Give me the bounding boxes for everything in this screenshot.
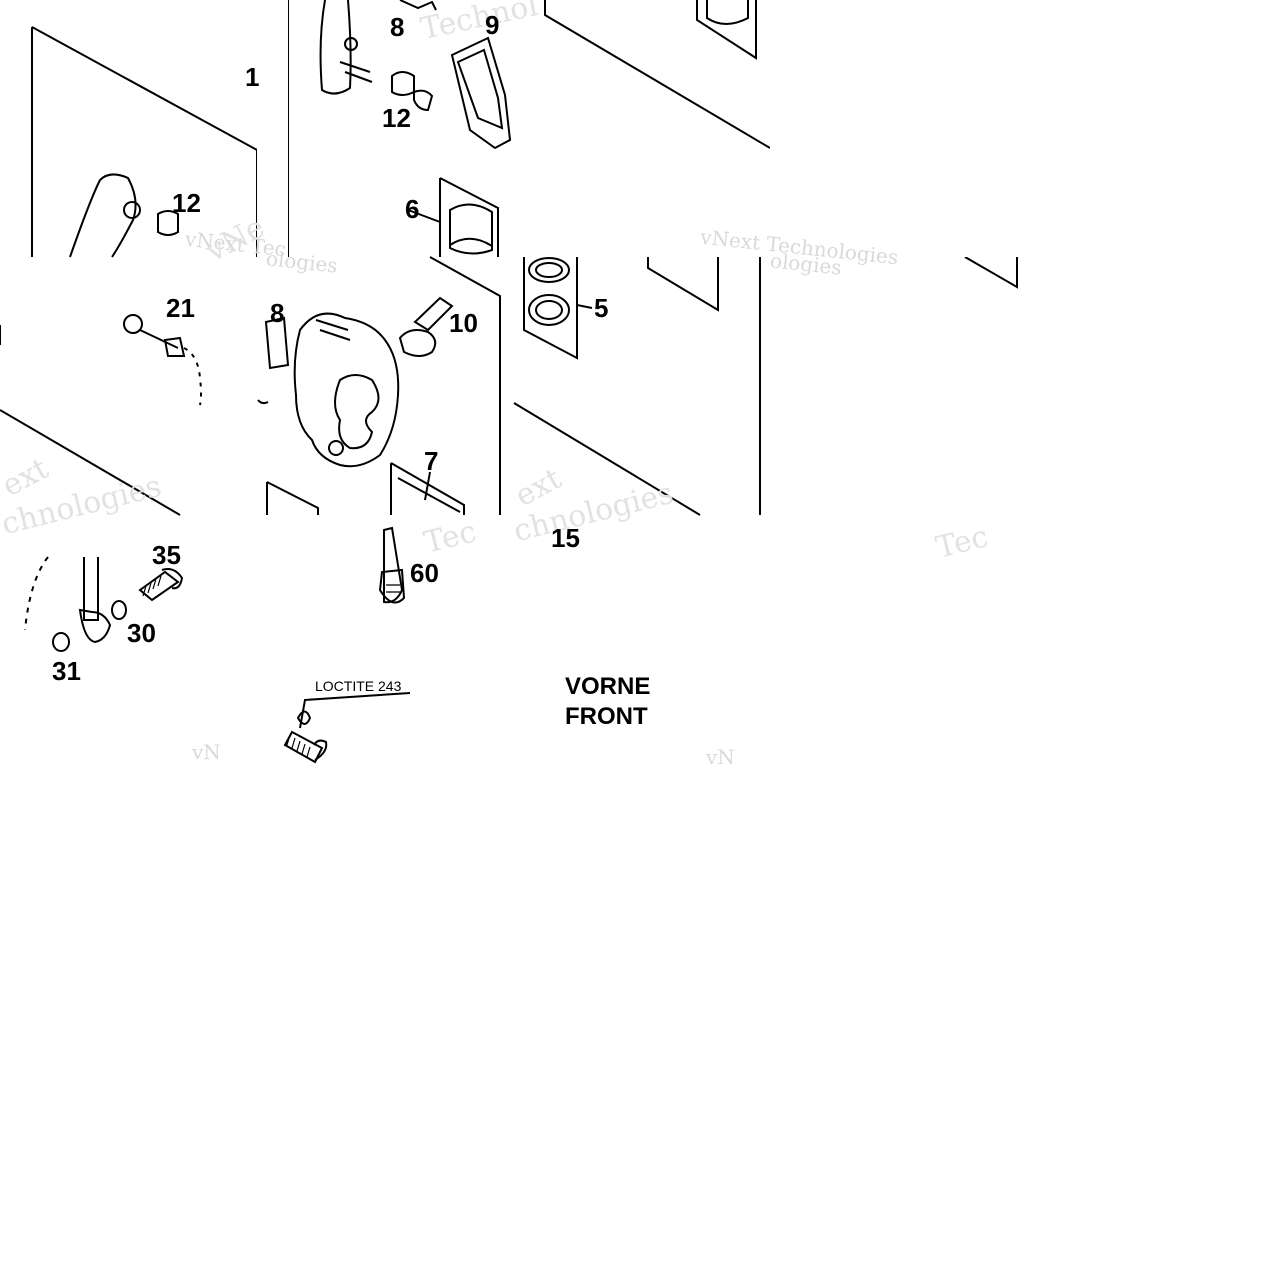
frame-line	[696, 0, 757, 60]
piston-shape	[706, 0, 749, 25]
thread-hatch	[142, 575, 162, 597]
caliper-pin	[315, 319, 351, 341]
callout-60: 60	[410, 558, 439, 588]
bleed-cap	[398, 329, 437, 357]
callout-8-top: 8	[390, 12, 405, 42]
bush	[413, 89, 434, 112]
tube-hatch	[386, 584, 400, 593]
callout-9: 9	[485, 10, 500, 40]
brake-hose	[83, 557, 99, 621]
panel-box	[266, 481, 319, 515]
brake-pad	[450, 36, 512, 150]
grease-tube	[383, 526, 404, 604]
grease-tube-body	[378, 568, 406, 604]
callout-31: 31	[52, 656, 81, 686]
direction-label: VORNE FRONT	[565, 672, 650, 732]
leader-line	[407, 209, 441, 223]
strip-gap	[257, 0, 288, 257]
caliper-bracket-hole	[344, 37, 358, 51]
frame-line	[429, 256, 501, 515]
caliper-pin	[339, 61, 373, 83]
leader-line	[576, 304, 593, 309]
callout-5: 5	[594, 293, 609, 323]
watermark: vN	[706, 745, 735, 769]
panel-box	[647, 257, 719, 312]
washer	[52, 632, 70, 652]
panel-box	[523, 257, 578, 360]
loctite-drop	[296, 710, 312, 725]
bush	[157, 210, 179, 236]
strip-gap	[980, 515, 1285, 1285]
hose-detail	[257, 399, 269, 405]
callout-21: 21	[166, 293, 195, 323]
frame-line	[544, 0, 771, 149]
callout-1: 1	[245, 62, 260, 92]
loctite-note: LOCTITE 243	[315, 678, 402, 694]
brake-hose	[24, 556, 49, 631]
brake-hose	[139, 329, 179, 349]
caliper-body	[293, 312, 400, 468]
frame-line	[31, 26, 258, 257]
caliper-bore	[334, 374, 380, 450]
callout-12-left: 12	[172, 188, 201, 218]
frame-line	[0, 409, 181, 516]
callout-8-middle: 8	[270, 298, 285, 328]
caliper-bracket	[319, 0, 352, 95]
callout-7: 7	[424, 446, 439, 476]
piston-shape	[449, 203, 493, 255]
brake-hose	[183, 347, 202, 406]
callout-6: 6	[405, 194, 420, 224]
caliper-bracket	[69, 173, 137, 258]
banjo-bolt-head	[161, 568, 184, 590]
frame-line	[513, 402, 701, 516]
pad-spring	[399, 0, 437, 11]
bleed-screw	[413, 296, 454, 332]
thread-hatch	[286, 734, 311, 758]
leader-line	[424, 471, 431, 501]
callout-35: 35	[152, 540, 181, 570]
banjo-fitting	[123, 314, 143, 334]
frame-line	[964, 256, 1018, 289]
piston-shape	[449, 237, 493, 247]
direction-line-1: VORNE	[565, 673, 651, 700]
leader-line	[299, 692, 411, 729]
caliper-hole	[328, 440, 344, 456]
callout-30: 30	[127, 618, 156, 648]
panel-box	[390, 462, 465, 515]
panel-box	[439, 177, 499, 257]
callout-12-top: 12	[382, 103, 411, 133]
watermark: vN	[192, 740, 221, 764]
banjo-bolt	[138, 570, 180, 602]
caliper-pin	[397, 477, 461, 513]
seal-ring	[528, 294, 570, 326]
strip-gap	[770, 0, 1285, 257]
strip-gap	[1020, 257, 1285, 515]
banjo-fitting	[78, 608, 112, 644]
direction-line-2: FRONT	[565, 703, 648, 730]
brake-pad-lining	[456, 48, 504, 130]
washer	[111, 600, 127, 620]
callout-10: 10	[449, 308, 478, 338]
callout-15: 15	[551, 523, 580, 553]
pad-retainer	[264, 316, 290, 370]
loctite-bolt-head	[313, 739, 328, 761]
caliper-bracket-hole	[123, 201, 141, 219]
seal-ring	[528, 257, 570, 283]
hose-ferrule	[163, 336, 186, 357]
seal-ring	[535, 300, 563, 320]
bush	[391, 71, 415, 96]
seal-ring	[535, 262, 563, 278]
